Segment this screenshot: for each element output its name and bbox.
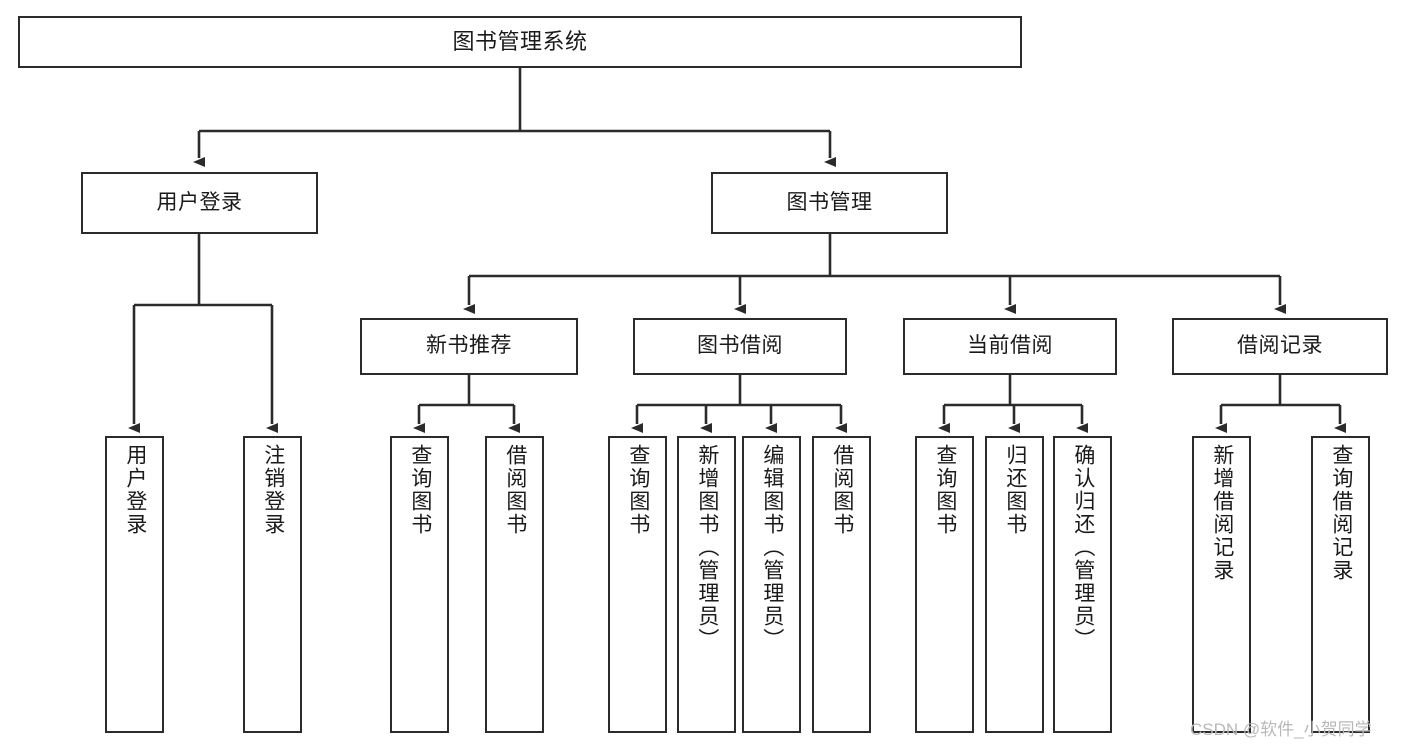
node-user-login[interactable]: 用户登录: [81, 172, 318, 234]
node-borrow-record[interactable]: 借阅记录: [1172, 318, 1388, 375]
leaf-current-query-book[interactable]: 查询图书: [915, 436, 974, 733]
leaf-current-return-book[interactable]: 归还图书: [985, 436, 1044, 733]
node-label: 当前借阅: [967, 334, 1053, 358]
node-label: 新增借阅记录: [1210, 444, 1234, 582]
node-label: 用户登录: [123, 444, 147, 536]
node-label: 查询图书: [626, 444, 650, 536]
node-label: 归还图书: [1003, 444, 1027, 536]
leaf-user-login-login[interactable]: 用户登录: [105, 436, 164, 733]
node-label: 注销登录: [261, 444, 285, 536]
node-label: 编辑图书（管理员）: [760, 444, 784, 651]
leaf-user-login-logout[interactable]: 注销登录: [243, 436, 302, 733]
leaf-borrow-borrow-book[interactable]: 借阅图书: [812, 436, 871, 733]
node-label: 查询图书: [408, 444, 432, 536]
node-label: 图书管理系统: [452, 29, 588, 55]
node-book-management-system[interactable]: 图书管理系统: [18, 16, 1022, 68]
node-label: 借阅记录: [1237, 334, 1323, 358]
node-book-management[interactable]: 图书管理: [711, 172, 948, 234]
leaf-borrow-add-book-admin[interactable]: 新增图书（管理员）: [677, 436, 736, 733]
node-label: 用户登录: [156, 190, 243, 214]
node-new-book-recommend[interactable]: 新书推荐: [360, 318, 578, 375]
leaf-record-query-record[interactable]: 查询借阅记录: [1311, 436, 1370, 733]
node-label: 借阅图书: [503, 444, 527, 536]
leaf-current-confirm-return-admin[interactable]: 确认归还（管理员）: [1053, 436, 1112, 733]
node-label: 查询图书: [933, 444, 957, 536]
node-label: 借阅图书: [830, 444, 854, 536]
node-label: 确认归还（管理员）: [1071, 444, 1095, 651]
leaf-recommend-query-book[interactable]: 查询图书: [390, 436, 449, 733]
leaf-borrow-query-book[interactable]: 查询图书: [608, 436, 667, 733]
node-label: 查询借阅记录: [1329, 444, 1353, 582]
leaf-borrow-edit-book-admin[interactable]: 编辑图书（管理员）: [742, 436, 801, 733]
node-book-borrow[interactable]: 图书借阅: [633, 318, 847, 375]
node-label: 新增图书（管理员）: [695, 444, 719, 651]
node-label: 新书推荐: [426, 334, 512, 358]
leaf-record-add-record[interactable]: 新增借阅记录: [1192, 436, 1251, 733]
leaf-recommend-borrow-book[interactable]: 借阅图书: [485, 436, 544, 733]
node-current-borrow[interactable]: 当前借阅: [903, 318, 1117, 375]
csdn-watermark: CSDN @软件_小贺同学: [1190, 720, 1372, 739]
node-label: 图书管理: [786, 190, 873, 214]
node-label: 图书借阅: [697, 334, 783, 358]
